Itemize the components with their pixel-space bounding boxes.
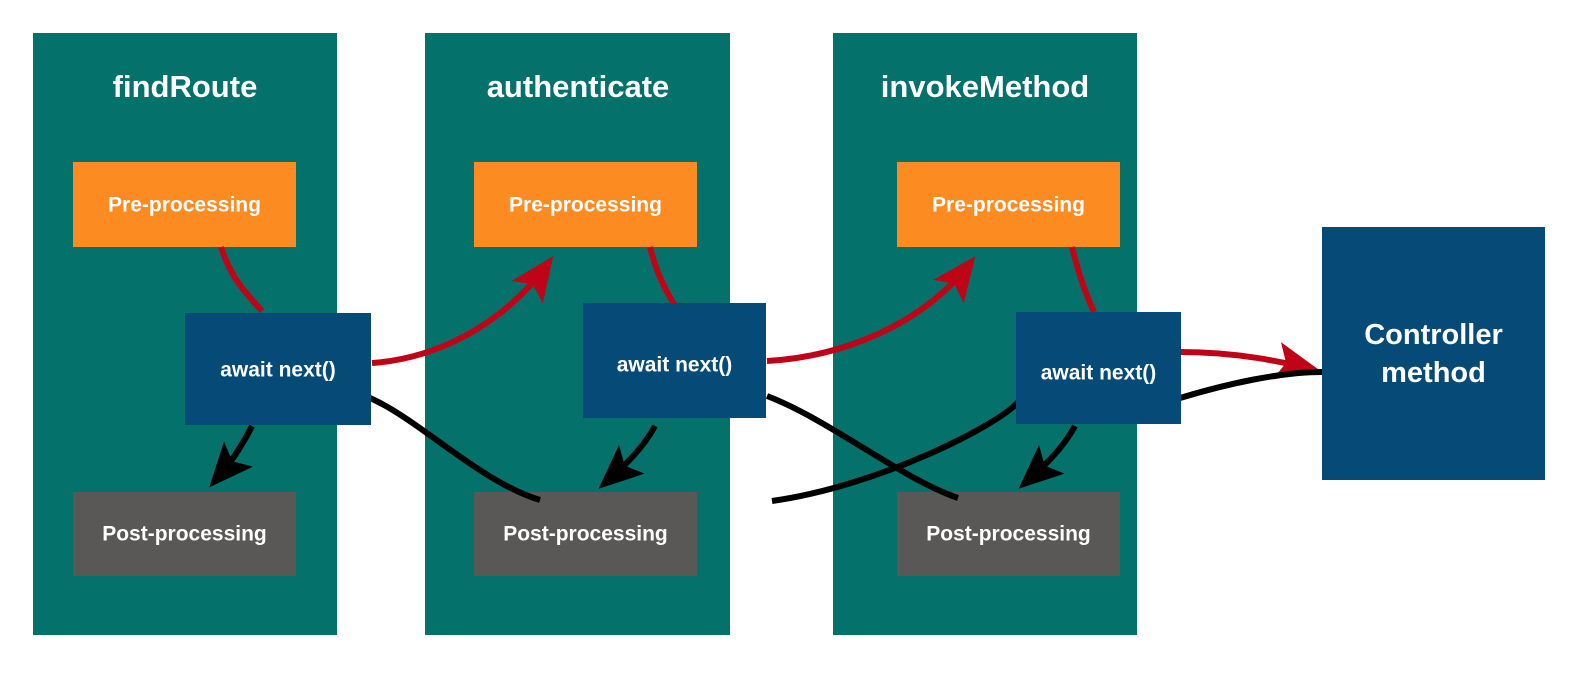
await-next-label-2: await next() (617, 354, 733, 377)
await-next-node-find-route: await next() (185, 313, 371, 425)
lane-title-find-route: findRoute (113, 69, 258, 104)
post-processing-box-1 (73, 492, 296, 576)
flow-await2-to-pre3 (766, 256, 976, 364)
post-processing-node-find-route: Post-processing (73, 492, 296, 576)
await-next-box-3 (1016, 312, 1181, 424)
post-processing-box-2 (474, 492, 697, 576)
controller-method-box (1322, 227, 1545, 480)
controller-method-label-line2: method (1381, 357, 1486, 389)
flow-await1-to-pre2 (371, 256, 554, 366)
flow-await2-long-return (765, 393, 959, 501)
flow-await1-long-return (368, 395, 541, 503)
flow-await1-to-post1 (209, 424, 255, 488)
lane-title-invoke-method: invokeMethod (881, 69, 1089, 104)
post-processing-box-3 (897, 492, 1120, 576)
pre-processing-box-1 (73, 162, 296, 247)
await-next-box-2 (583, 303, 766, 418)
pre-processing-node-authenticate: Pre-processing (474, 162, 697, 247)
lane-title-authenticate: authenticate (487, 69, 670, 104)
post-processing-node-authenticate: Post-processing (474, 492, 697, 576)
post-processing-label-2: Post-processing (503, 523, 668, 546)
flow-pre-to-await-1 (218, 246, 265, 313)
post-processing-node-invoke-method: Post-processing (897, 492, 1120, 576)
flow-await2-to-post2 (598, 424, 658, 489)
post-processing-label-1: Post-processing (102, 523, 267, 546)
pre-processing-label-3: Pre-processing (932, 194, 1085, 217)
await-next-label-1: await next() (220, 359, 336, 382)
flow-await3-to-post2 (771, 399, 1021, 504)
pre-processing-box-2 (474, 162, 697, 247)
await-next-node-authenticate: await next() (583, 303, 766, 418)
await-next-label-3: await next() (1041, 362, 1157, 385)
pre-processing-label-1: Pre-processing (108, 194, 261, 217)
flow-await3-to-controller (1179, 342, 1321, 380)
pre-processing-label-2: Pre-processing (509, 194, 662, 217)
await-next-box-1 (185, 313, 371, 425)
controller-method-node: Controller method (1322, 227, 1545, 480)
flow-await3-to-post3 (1018, 424, 1078, 489)
pre-processing-node-invoke-method: Pre-processing (897, 162, 1120, 247)
flow-controller-to-await3 (1179, 369, 1323, 401)
pre-processing-box-3 (897, 162, 1120, 247)
pre-processing-node-find-route: Pre-processing (73, 162, 296, 247)
await-next-node-invoke-method: await next() (1016, 312, 1181, 424)
controller-method-label-line1: Controller (1364, 319, 1503, 351)
post-processing-label-3: Post-processing (926, 523, 1091, 546)
flow-pre-to-await-3 (1069, 246, 1097, 314)
